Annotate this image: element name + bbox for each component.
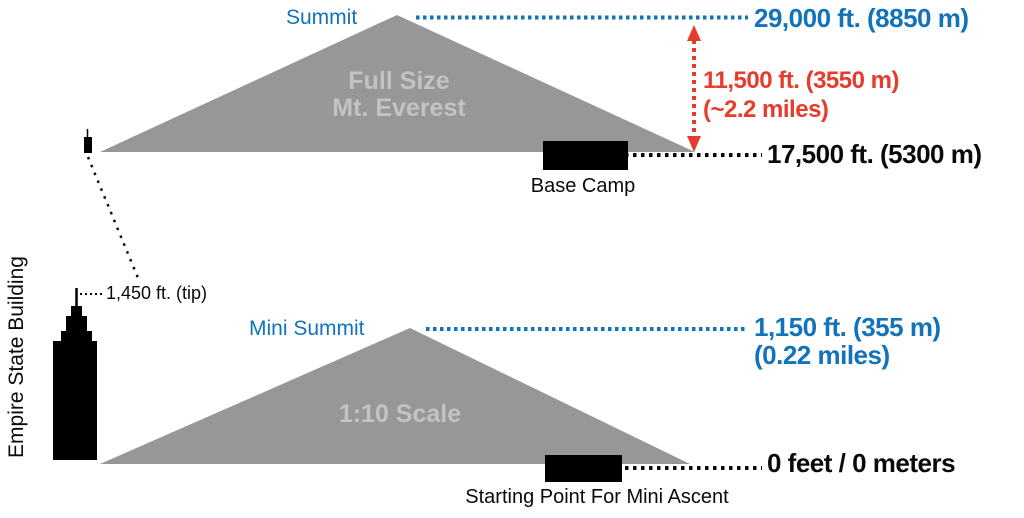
summit-label: Summit xyxy=(286,6,358,29)
empire-state-building-silhouette xyxy=(53,288,97,460)
start-point-label: Starting Point For Mini Ascent xyxy=(465,486,729,508)
summit-elevation-label: 29,000 ft. (8850 m) xyxy=(754,3,969,33)
esb-label: Empire State Building xyxy=(5,256,28,458)
esb-scale-pointer-line xyxy=(86,156,140,279)
mini-summit-elevation-line1: 1,150 ft. (355 m) xyxy=(754,312,941,342)
climb-height-label-line2: (~2.2 miles) xyxy=(703,96,829,123)
tiny-esb-marker xyxy=(84,129,92,153)
mini-summit-elevation-label: 1,150 ft. (355 m) (0.22 miles) xyxy=(754,313,941,369)
everest-mountain-shape xyxy=(100,15,695,152)
mini-base-elevation-label: 0 feet / 0 meters xyxy=(767,448,956,478)
base-camp-marker xyxy=(543,141,628,170)
mini-summit-label: Mini Summit xyxy=(249,317,365,340)
everest-mountain-label: Full Size Mt. Everest xyxy=(299,68,499,122)
mini-mountain-shape xyxy=(100,328,690,464)
climb-height-label: 11,500 ft. (3550 m) (~2.2 miles) xyxy=(703,66,899,124)
mini-summit-elevation-line2: (0.22 miles) xyxy=(754,340,890,370)
everest-mountain-label-line2: Mt. Everest xyxy=(332,94,466,122)
base-camp-elevation-label: 17,500 ft. (5300 m) xyxy=(767,139,982,169)
climb-height-label-line1: 11,500 ft. (3550 m) xyxy=(703,67,899,94)
base-camp-label: Base Camp xyxy=(530,175,636,197)
everest-mountain-label-line1: Full Size xyxy=(348,67,450,95)
esb-tip-height-label: 1,450 ft. (tip) xyxy=(106,283,208,303)
mini-mountain-label: 1:10 Scale xyxy=(338,400,462,428)
start-point-marker xyxy=(545,455,622,482)
climb-height-arrow xyxy=(687,25,701,152)
